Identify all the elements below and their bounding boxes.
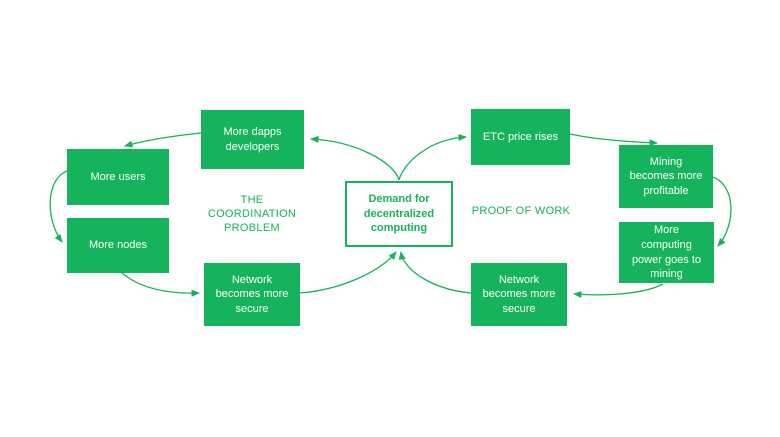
arrow-demand-to-etc-price [398, 133, 467, 181]
node-mining-becomes-more-profitable: Mining becomes more profitable [619, 145, 713, 208]
node-label: ETC price rises [482, 130, 559, 143]
arrow-demand-to-dapps [310, 135, 400, 181]
node-label: More dapps developers [223, 125, 282, 153]
right-loop-label: PROOF OF WORK [471, 205, 571, 217]
node-label: More nodes [88, 239, 148, 252]
node-label: Demand for decentralized computing [363, 192, 435, 235]
node-label: Network becomes more secure [482, 273, 556, 315]
node-more-dapps-developers: More dapps developers [201, 110, 304, 169]
arrow-secure-left-to-demand [299, 251, 397, 294]
arrow-computing-to-secure-right [573, 283, 664, 299]
node-etc-price-rises: ETC price rises [471, 109, 570, 165]
node-label: More computing power goes to mining [631, 224, 702, 281]
node-network-secure-left: Network becomes more secure [204, 263, 300, 326]
arrow-users-to-nodes [49, 170, 68, 243]
node-label: Mining becomes more profitable [629, 155, 703, 197]
arrow-etc-price-to-mining [569, 133, 658, 147]
arrow-dapps-to-users [124, 132, 202, 148]
node-network-secure-right: Network becomes more secure [471, 263, 567, 326]
arrow-mining-to-computing [712, 176, 732, 247]
node-label: Network becomes more secure [215, 273, 289, 315]
arrow-secure-right-to-demand [398, 251, 472, 294]
node-more-nodes: More nodes [67, 218, 169, 273]
node-more-users: More users [67, 149, 169, 205]
node-more-computing-power-to-mining: More computing power goes to mining [619, 222, 714, 283]
left-loop-label: THE COORDINATION PROBLEM [207, 194, 297, 234]
node-demand-for-decentralized-computing: Demand for decentralized computing [345, 181, 453, 247]
node-label: More users [90, 170, 146, 183]
arrow-nodes-to-secure-left [120, 271, 200, 297]
